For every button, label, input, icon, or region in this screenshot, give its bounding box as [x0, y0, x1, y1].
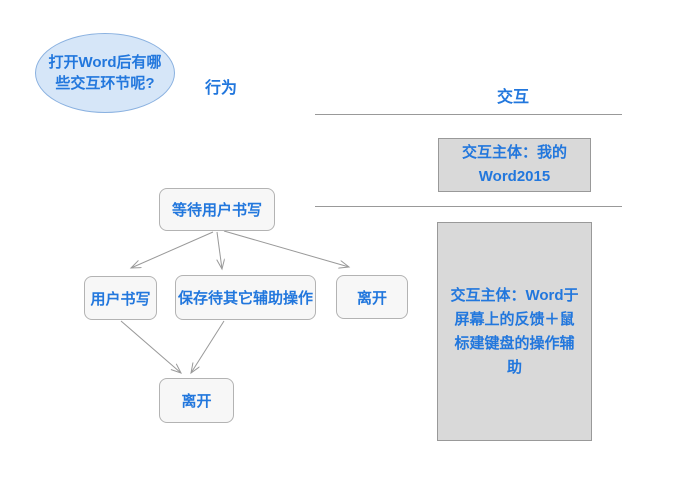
flow-node-leave-bottom-label: 离开 [181, 393, 212, 410]
panel-subject-word-feedback[interactable]: 交互主体：Word于屏幕上的反馈＋鼠标建键盘的操作辅助 [437, 222, 592, 441]
edge-wait-to-leave-top [223, 230, 349, 267]
edge-wait-to-save [217, 231, 222, 269]
flow-node-user-writing[interactable]: 用户书写 [84, 276, 157, 320]
column-header-interaction: 交互 [497, 89, 530, 106]
panel-subject-my-word2015-label: 交互主体：我的Word2015 [461, 144, 567, 185]
panel-subject-my-word2015[interactable]: 交互主体：我的Word2015 [438, 138, 591, 192]
panel-subject-word-feedback-label: 交互主体：Word于屏幕上的反馈＋鼠标建键盘的操作辅助 [450, 286, 579, 376]
question-bubble-line1: 打开Word后有哪 [48, 54, 162, 71]
column-header-behavior: 行为 [205, 80, 238, 97]
edge-write-to-leave-bottom [120, 320, 181, 373]
divider-bottom [315, 206, 622, 207]
flow-node-write-label: 用户书写 [90, 290, 151, 308]
flow-node-leave-top-label: 离开 [356, 289, 387, 307]
flow-node-leave-top[interactable]: 离开 [336, 275, 408, 319]
edge-wait-to-write [131, 231, 214, 268]
flow-node-save-other-aux-ops[interactable]: 保存待其它辅助操作 [175, 275, 316, 320]
question-bubble-line2: 些交互环节呢? [55, 75, 155, 92]
question-bubble-text: 打开Word后有哪 些交互环节呢? [48, 52, 161, 94]
edge-save-to-leave-bottom [191, 320, 225, 373]
flow-node-leave-bottom[interactable]: 离开 [159, 378, 234, 423]
divider-top [315, 114, 622, 115]
question-bubble[interactable]: 打开Word后有哪 些交互环节呢? [35, 33, 175, 113]
flow-node-wait-label: 等待用户书写 [171, 202, 262, 219]
flow-node-wait-for-user-writing[interactable]: 等待用户书写 [159, 188, 275, 231]
flow-node-save-label: 保存待其它辅助操作 [177, 290, 313, 307]
